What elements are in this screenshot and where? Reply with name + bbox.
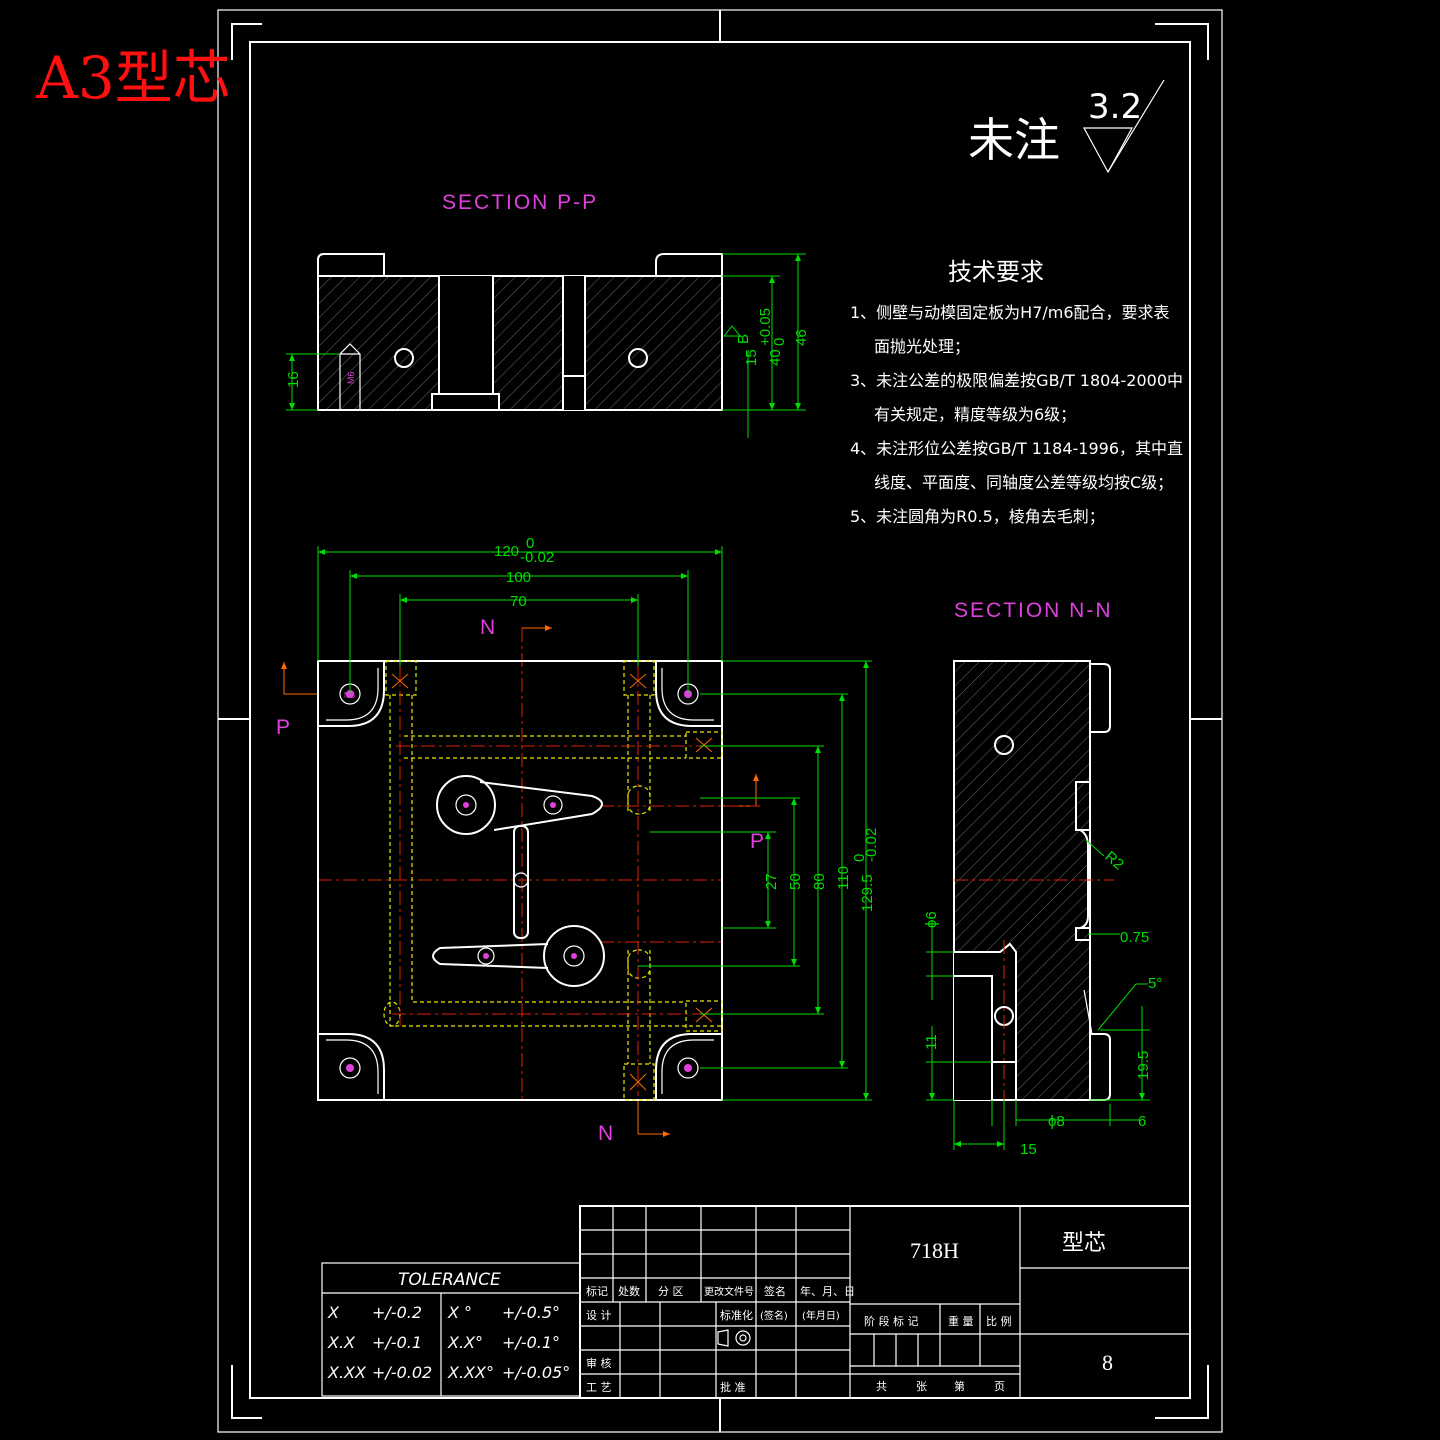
pp-datum-tag: B xyxy=(735,334,752,344)
dim-nn-0-75: 0.75 xyxy=(1120,929,1149,946)
tb-header-signature: 签名 xyxy=(764,1284,786,1298)
tb-standardize: 标准化 xyxy=(720,1308,753,1322)
tb-total: 共 xyxy=(876,1380,887,1393)
dim-pp-16: 16 xyxy=(285,371,302,388)
tb-approve: 批 准 xyxy=(720,1380,746,1394)
tb-header-date: 年、月、日 xyxy=(800,1284,855,1298)
dim-plan-110: 110 xyxy=(835,866,852,890)
dim-nn-6: 6 xyxy=(1138,1113,1146,1130)
tolerance-r2-c2: +/-0.1 xyxy=(372,1333,422,1352)
dim-pp-46: 46 xyxy=(793,329,810,346)
dim-plan-120-tol-lower: -0.02 xyxy=(520,549,554,566)
tech-req-line-1: 1、侧壁与动模固定板为H7/m6配合，要求表 xyxy=(850,303,1170,322)
tb-review: 审 核 xyxy=(586,1356,612,1370)
dim-nn-19-5: 19.5 xyxy=(1135,1051,1152,1080)
dim-plan-120-tol-upper: 0 xyxy=(526,535,534,552)
tolerance-r1-c1: X xyxy=(327,1303,340,1322)
dim-nn-11: 11 xyxy=(923,1034,940,1050)
tolerance-r3-c3: X.XX° xyxy=(447,1363,494,1382)
plan-view: N N P P M6 xyxy=(276,535,880,1145)
tb-weight: 重 量 xyxy=(948,1314,974,1328)
tolerance-r3-c2: +/-0.02 xyxy=(372,1363,432,1382)
tb-material: 718H xyxy=(910,1238,959,1263)
dim-nn-angle5: 5° xyxy=(1148,975,1162,992)
dim-plan-80: 80 xyxy=(811,873,828,890)
dim-pp-40: 40 xyxy=(767,349,784,366)
tolerance-r1-c4: +/-0.5° xyxy=(502,1303,560,1322)
dim-pp-15: 15 xyxy=(743,349,760,366)
tb-scale: 比 例 xyxy=(986,1314,1012,1328)
section-mark-p-right: P xyxy=(750,830,766,853)
dim-plan-70: 70 xyxy=(510,593,527,610)
section-nn-title: SECTION N-N xyxy=(954,599,1113,622)
section-nn-view: SECTION N-N ϕ6 11 15 ϕ8 xyxy=(923,599,1162,1158)
tolerance-r2-c1: X.X xyxy=(327,1333,356,1352)
dim-nn-phi6: ϕ6 xyxy=(923,911,940,928)
tb-process: 工 艺 xyxy=(586,1381,612,1394)
dim-plan-129-5: 129.5 xyxy=(859,874,876,912)
tech-requirements: 技术要求 1、侧壁与动模固定板为H7/m6配合，要求表 面抛光处理； 3、未注公… xyxy=(850,258,1183,526)
sheet-label: A3型芯 xyxy=(35,44,231,112)
section-mark-p-left: P xyxy=(276,716,292,739)
surface-roughness-note: 未注 3.2 xyxy=(968,79,1165,174)
tolerance-r2-c4: +/-0.1° xyxy=(502,1333,560,1352)
tb-design: 设 计 xyxy=(586,1309,612,1322)
dim-pp-40-tol-lower: 0 xyxy=(771,338,788,346)
tb-sheet-number: 8 xyxy=(1102,1350,1113,1375)
tolerance-r2-c3: X.X° xyxy=(447,1333,483,1352)
tb-sheets: 张 xyxy=(916,1380,927,1393)
tech-req-line-7: 5、未注圆角为R0.5，棱角去毛刺； xyxy=(850,507,1105,526)
tech-req-line-6: 线度、平面度、同轴度公差等级均按C级； xyxy=(874,473,1173,492)
corner-hole xyxy=(339,1057,361,1079)
tb-header-mark: 标记 xyxy=(586,1284,608,1298)
tolerance-title: TOLERANCE xyxy=(398,1270,501,1290)
tolerance-r3-c1: X.XX xyxy=(327,1363,367,1382)
title-block: 标记 处数 分 区 更改文件号 签名 年、月、日 设 计 标准化 (签名) (年… xyxy=(579,1205,1191,1399)
section-mark-n-bottom: N xyxy=(598,1122,615,1145)
tb-header-count: 处数 xyxy=(618,1285,640,1298)
dim-plan-129-5-tol-lower: -0.02 xyxy=(863,828,880,862)
tb-date: (年月日) xyxy=(802,1309,840,1322)
roughness-value: 3.2 xyxy=(1088,87,1142,127)
tb-nth: 第 xyxy=(954,1379,965,1393)
tolerance-r1-c2: +/-0.2 xyxy=(372,1303,422,1322)
surface-note-text: 未注 xyxy=(968,113,1060,167)
dim-plan-27: 27 xyxy=(763,873,780,890)
tb-header-zone: 分 区 xyxy=(658,1285,684,1298)
tech-req-title: 技术要求 xyxy=(948,258,1044,286)
corner-hole xyxy=(677,1057,699,1079)
dim-plan-129-5-tol-upper: 0 xyxy=(851,854,868,862)
projection-symbol-icon xyxy=(717,1329,751,1347)
section-pp-title: SECTION P-P xyxy=(442,191,598,214)
dim-nn-r2: R2 xyxy=(1101,848,1127,873)
tech-req-line-2: 面抛光处理； xyxy=(874,337,970,356)
tb-part-name: 型芯 xyxy=(1062,1231,1106,1256)
tb-page: 页 xyxy=(994,1380,1005,1393)
section-pp-view: SECTION P-P M6 B 16 15 40 xyxy=(285,191,810,438)
tb-header-change-doc: 更改文件号 xyxy=(704,1285,754,1298)
plan-hole-callout: M6 xyxy=(344,691,356,700)
dim-plan-50: 50 xyxy=(787,873,804,890)
tolerance-r3-c4: +/-0.05° xyxy=(502,1363,570,1382)
tolerance-r1-c3: X ° xyxy=(447,1303,472,1322)
tech-req-line-4: 有关规定，精度等级为6级； xyxy=(874,405,1076,424)
dim-plan-120: 120 xyxy=(494,543,519,560)
dim-nn-phi8: ϕ8 xyxy=(1048,1113,1065,1130)
pp-hole-callout: M6 xyxy=(346,371,356,384)
dim-nn-15: 15 xyxy=(1020,1141,1037,1158)
dim-plan-100: 100 xyxy=(506,569,531,586)
tolerance-table: TOLERANCE X +/-0.2 X ° +/-0.5° X.X +/-0.… xyxy=(321,1262,581,1397)
dim-pp-40-tol-upper: +0.05 xyxy=(757,308,774,346)
tb-signature: (签名) xyxy=(760,1309,788,1322)
tb-stage-mark: 阶 段 标 记 xyxy=(864,1314,919,1328)
section-mark-n-top: N xyxy=(480,616,497,639)
tech-req-line-5: 4、未注形位公差按GB/T 1184-1996，其中直 xyxy=(850,439,1183,458)
tech-req-line-3: 3、未注公差的极限偏差按GB/T 1804-2000中 xyxy=(850,371,1183,390)
